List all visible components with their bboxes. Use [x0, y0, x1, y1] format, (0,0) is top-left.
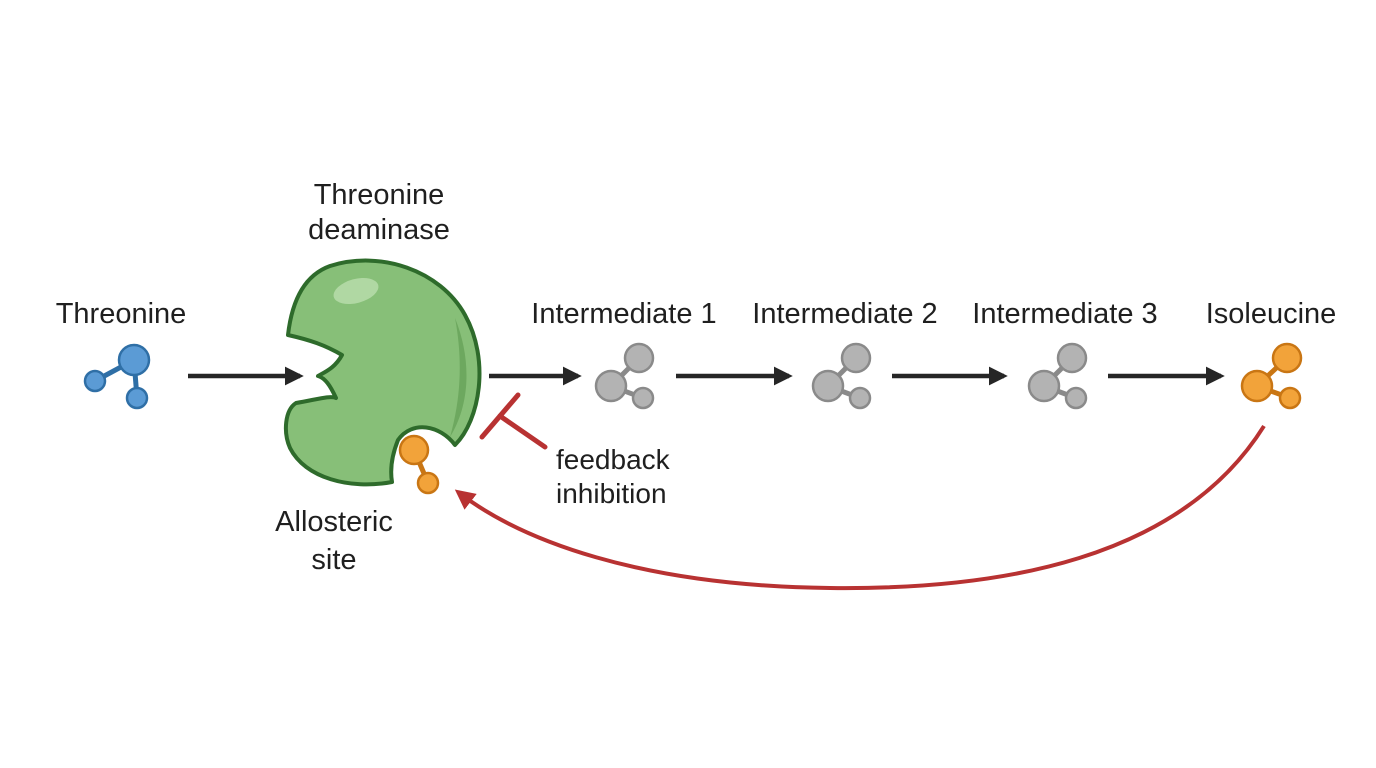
- intermediate-2-molecule-icon: [811, 342, 872, 410]
- intermediate-3-molecule-icon: [1027, 342, 1088, 410]
- enzyme-label-line1: Threonine: [314, 179, 445, 211]
- isoleucine-label: Isoleucine: [1206, 298, 1337, 330]
- intermediate-3-label: Intermediate 3: [972, 298, 1157, 330]
- feedback-inhibition-label-line2: inhibition: [556, 478, 667, 509]
- feedback-inhibition-bar-icon: [479, 392, 548, 450]
- intermediate-1-molecule-icon: [594, 342, 655, 410]
- threonine-molecule-icon: [83, 343, 151, 410]
- isoleucine-molecule-icon: [1240, 342, 1303, 410]
- intermediate-1-label: Intermediate 1: [531, 298, 716, 330]
- allosteric-isoleucine-molecule-icon: [398, 434, 440, 495]
- enzyme-label-line2: deaminase: [308, 214, 450, 246]
- intermediate-2-label: Intermediate 2: [752, 298, 937, 330]
- feedback-loop-arrow: [454, 424, 1266, 591]
- feedback-inhibition-label-line1: feedback: [556, 444, 671, 475]
- allosteric-site-label-line2: site: [311, 544, 356, 576]
- threonine-label: Threonine: [56, 298, 187, 330]
- threonine-deaminase-enzyme-icon: [283, 258, 482, 487]
- allosteric-site-label-line1: Allosteric: [275, 506, 393, 538]
